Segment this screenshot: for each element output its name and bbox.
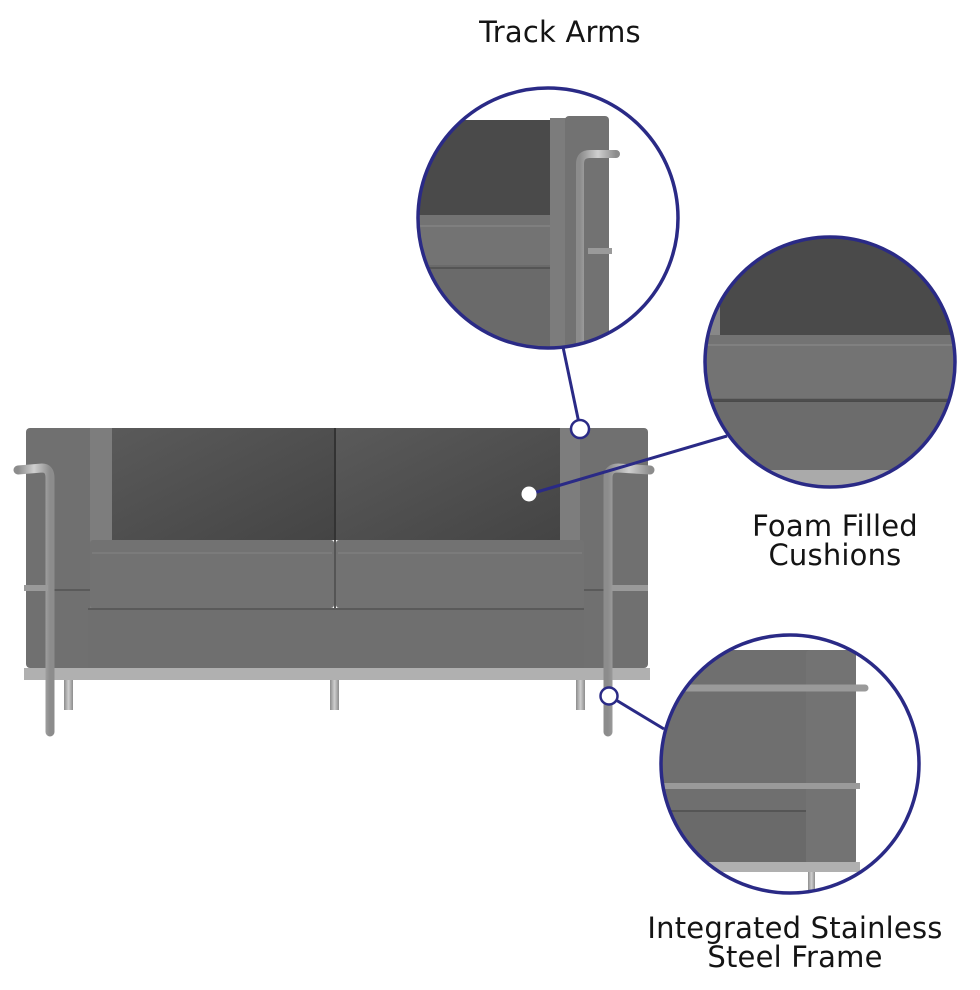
anchor-dot xyxy=(521,486,537,502)
leader-line xyxy=(529,434,728,496)
label-track-arms: Track Arms xyxy=(420,18,700,47)
seat-cushion-right xyxy=(336,540,584,608)
callout-steel-frame xyxy=(599,633,921,895)
label-foam-cushions: Foam Filled Cushions xyxy=(700,512,970,570)
leader-line xyxy=(615,698,665,731)
callout-label: Track Arms xyxy=(479,15,641,49)
leader-line xyxy=(561,346,582,429)
back-cushion-right xyxy=(336,428,560,540)
anchor-dot xyxy=(599,686,619,706)
seat-cushion-left xyxy=(90,540,334,608)
callout-label-line1: Foam Filled xyxy=(752,509,918,543)
callout-foam-cushions xyxy=(521,235,957,502)
loveseat xyxy=(13,428,655,737)
anchor-dot xyxy=(569,418,591,440)
callout-label-line2: Steel Frame xyxy=(707,940,883,974)
zoom-detail-circle xyxy=(659,633,921,895)
back-cushion-left xyxy=(112,428,334,540)
seat-base xyxy=(88,608,584,668)
zoom-detail-circle xyxy=(416,86,680,350)
callout-label-line2: Cushions xyxy=(768,538,902,572)
callout-label-line1: Integrated Stainless xyxy=(647,911,943,945)
callout-track-arms xyxy=(416,86,680,440)
label-steel-frame: Integrated Stainless Steel Frame xyxy=(620,914,970,972)
zoom-detail-circle xyxy=(703,235,957,489)
steel-base-rail xyxy=(24,668,650,680)
